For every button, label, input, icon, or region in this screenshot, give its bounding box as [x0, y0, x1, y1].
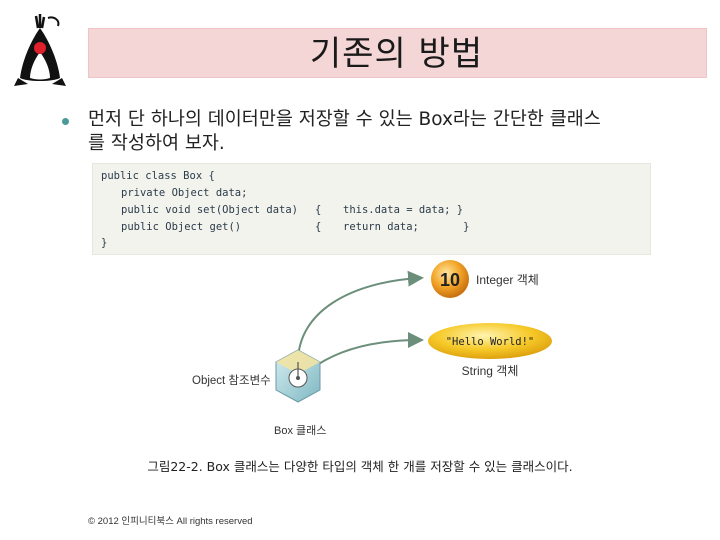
code-line-4-left: public Object get() — [121, 221, 242, 233]
code-line-3-left: public void set(Object data) — [121, 204, 299, 216]
code-line-4-brace: { — [315, 221, 322, 233]
code-line-3-brace: { — [315, 204, 322, 216]
bullet-dot — [62, 118, 69, 125]
string-object-ellipse — [428, 323, 552, 359]
code-line-2: private Object data; — [121, 187, 248, 199]
arrow-to-integer — [297, 270, 424, 363]
arrow-to-string — [309, 332, 424, 371]
code-block: public class Box { private Object data; … — [92, 163, 651, 255]
object-ref-label: Object 참조변수 — [192, 374, 271, 387]
string-value: "Hello World!" — [446, 336, 535, 348]
code-line-4-right: return data; } — [343, 221, 470, 233]
box-class-label: Box 클래스 — [274, 424, 326, 437]
page-title: 기존의 방법 — [309, 34, 484, 74]
bullet-line-1: 먼저 단 하나의 데이터만을 저장할 수 있는 Box라는 간단한 클래스 — [88, 109, 601, 130]
string-label: String 객체 — [462, 364, 519, 378]
integer-object-ball — [431, 260, 469, 298]
duke-logo-icon — [14, 14, 66, 86]
code-line-5: } — [101, 237, 108, 249]
integer-label: Integer 객체 — [476, 273, 539, 287]
figure-caption: 그림22-2. Box 클래스는 다양한 타입의 객체 한 개를 저장할 수 있… — [147, 459, 573, 474]
bullet-text: 먼저 단 하나의 데이터만을 저장할 수 있는 Box라는 간단한 클래스 를 … — [88, 108, 698, 156]
code-line-3-right: this.data = data; } — [343, 204, 464, 216]
code-line-1: public class Box { — [101, 170, 215, 182]
bullet-line-2: 를 작성하여 보자. — [88, 133, 225, 154]
integer-value: 10 — [440, 270, 460, 290]
footer-copyright: © 2012 인피니티북스 All rights reserved — [88, 516, 253, 527]
box-reference-diagram: 10 Integer 객체 "Hello World!" String 객체 O… — [192, 260, 552, 437]
title-bar — [88, 28, 707, 78]
